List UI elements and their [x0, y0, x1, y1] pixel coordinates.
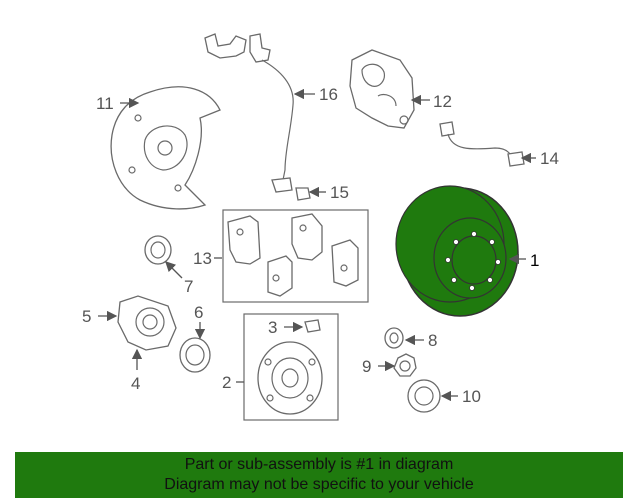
- callout-7[interactable]: 7: [184, 277, 193, 296]
- speed-sensor-part[interactable]: [204, 33, 294, 193]
- callout-15[interactable]: 15: [330, 183, 349, 202]
- callout-3[interactable]: 3: [268, 318, 277, 337]
- callout-14[interactable]: 14: [540, 149, 559, 168]
- part-notice-line1: Part or sub-assembly is #1 in diagram: [184, 456, 454, 473]
- callout-1[interactable]: 1: [530, 251, 539, 270]
- pad-kit-box[interactable]: [222, 209, 369, 303]
- part-notice-banner: Part or sub-assembly is #1 in diagram Di…: [15, 452, 623, 498]
- callout-13[interactable]: 13: [193, 249, 212, 268]
- callout-16[interactable]: 16: [319, 85, 338, 104]
- brake-rotor-part[interactable]: [395, 185, 519, 317]
- leader-7: [165, 261, 183, 279]
- callout-5[interactable]: 5: [82, 307, 91, 326]
- part-notice-line2: Diagram may not be specific to your vehi…: [164, 476, 474, 493]
- dust-shield-part[interactable]: [110, 86, 221, 210]
- sensor-clip-part[interactable]: [295, 187, 311, 201]
- callout-2[interactable]: 2: [222, 373, 231, 392]
- bearing-part[interactable]: [179, 337, 211, 373]
- callout-10[interactable]: 10: [462, 387, 481, 406]
- seal-part[interactable]: [144, 235, 172, 265]
- callout-4[interactable]: 4: [131, 374, 140, 393]
- callout-11[interactable]: 11: [96, 94, 114, 113]
- caliper-part[interactable]: [349, 49, 415, 129]
- knuckle-part[interactable]: [117, 295, 177, 351]
- hub-nut-part[interactable]: [384, 327, 404, 349]
- hub-box[interactable]: [243, 313, 339, 421]
- lock-cap-part[interactable]: [393, 353, 417, 377]
- callout-6[interactable]: 6: [194, 303, 203, 322]
- callout-9[interactable]: 9: [362, 357, 371, 376]
- brake-hose-part[interactable]: [439, 121, 525, 167]
- callout-12[interactable]: 12: [433, 92, 452, 111]
- callout-8[interactable]: 8: [428, 331, 437, 350]
- grease-cap-part[interactable]: [407, 379, 441, 413]
- brake-parts-diagram: 11 16 15 12 14 13: [82, 33, 559, 421]
